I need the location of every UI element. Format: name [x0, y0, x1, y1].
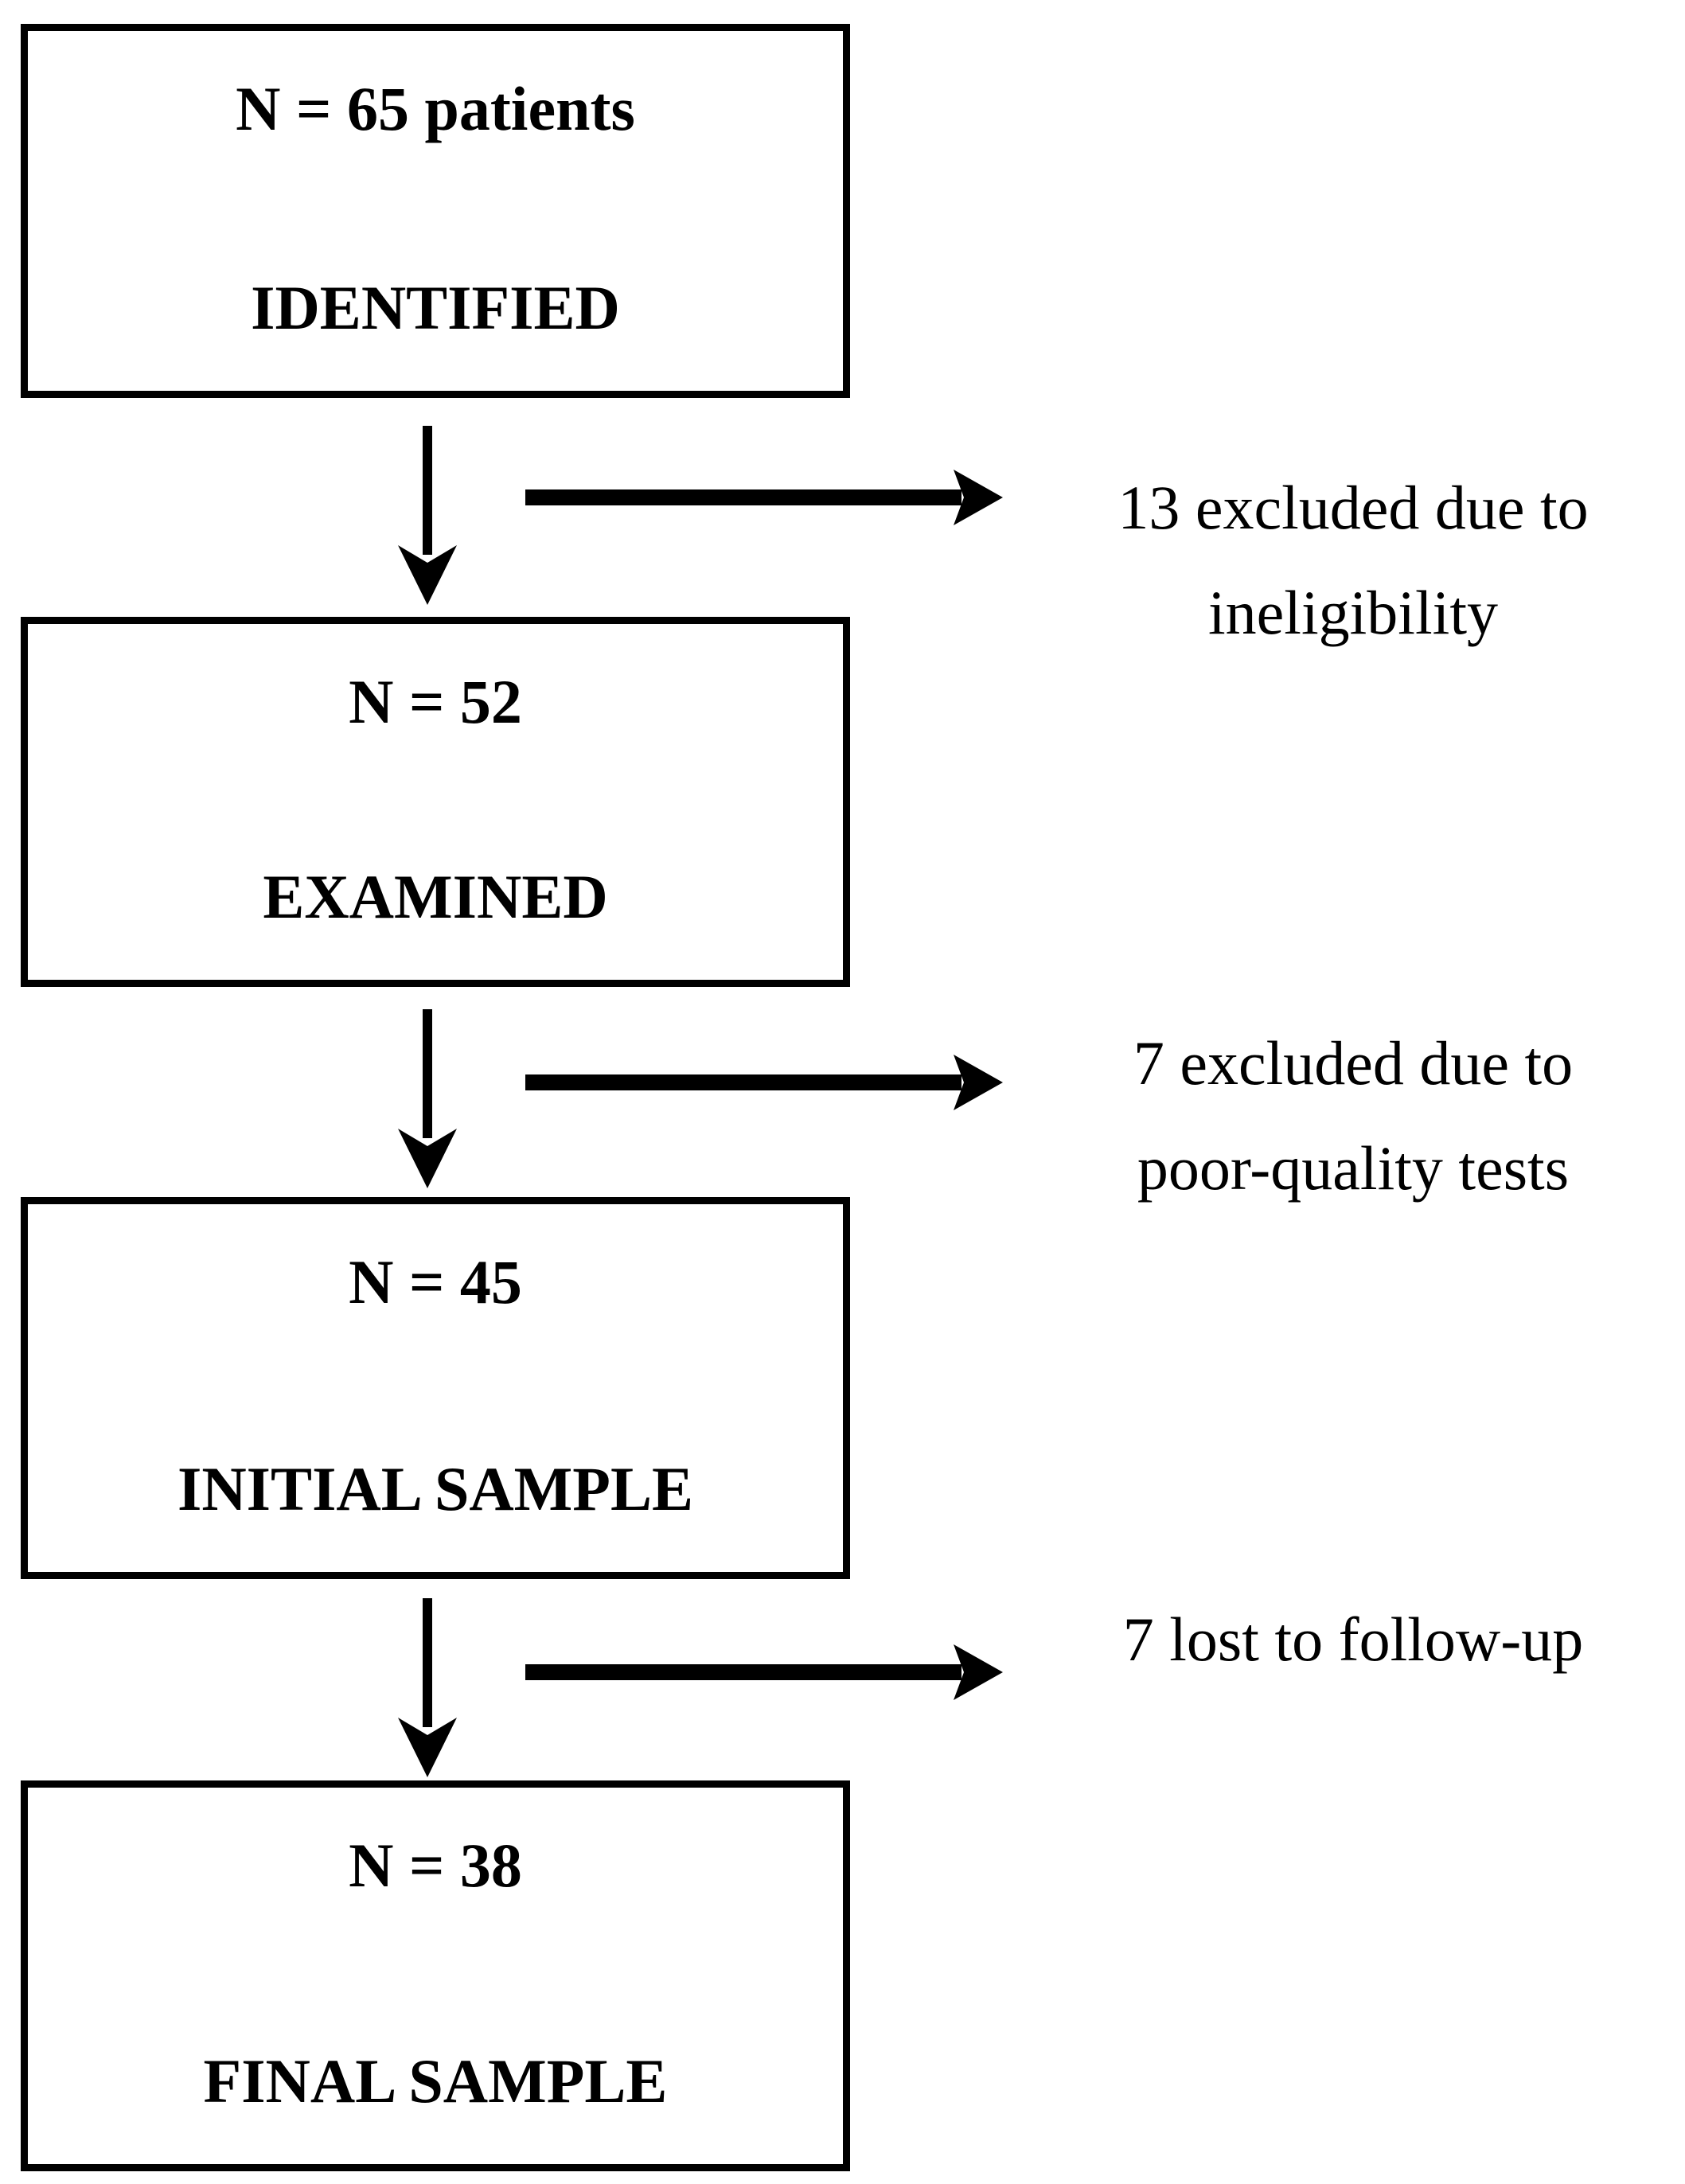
exclusion-note-line1: 13 excluded due to [1117, 473, 1589, 542]
right-arrow-icon [525, 1644, 1003, 1700]
right-arrow-icon [525, 1055, 1003, 1110]
exclusion-note-line2: poor-quality tests [1137, 1133, 1570, 1203]
box-count-label: N = 45 [349, 1247, 522, 1316]
exclusion-note: 13 excluded due to ineligibility [1027, 455, 1679, 665]
flow-box-final-sample: N = 38 FINAL SAMPLE [21, 1780, 850, 2171]
down-arrow-icon [398, 1009, 457, 1188]
box-count-label: N = 52 [349, 667, 522, 736]
box-stage-label: INITIAL SAMPLE [177, 1454, 693, 1523]
box-count-label: N = 65 patients [236, 74, 635, 143]
flow-box-identified: N = 65 patients IDENTIFIED [21, 24, 850, 398]
exclusion-note: 7 lost to follow-up [1027, 1587, 1679, 1692]
box-stage-label: EXAMINED [263, 862, 608, 931]
box-stage-label: IDENTIFIED [251, 273, 620, 342]
exclusion-note-line1: 7 excluded due to [1133, 1028, 1574, 1098]
down-arrow-icon [398, 426, 457, 605]
flow-box-initial-sample: N = 45 INITIAL SAMPLE [21, 1197, 850, 1579]
exclusion-note-line2: ineligibility [1208, 578, 1498, 647]
right-arrow-icon [525, 470, 1003, 525]
box-count-label: N = 38 [349, 1831, 522, 1900]
exclusion-note-line1: 7 lost to follow-up [1122, 1605, 1584, 1674]
box-stage-label: FINAL SAMPLE [203, 2046, 668, 2116]
exclusion-note: 7 excluded due to poor-quality tests [1027, 1011, 1679, 1221]
down-arrow-icon [398, 1598, 457, 1777]
flow-box-examined: N = 52 EXAMINED [21, 617, 850, 987]
